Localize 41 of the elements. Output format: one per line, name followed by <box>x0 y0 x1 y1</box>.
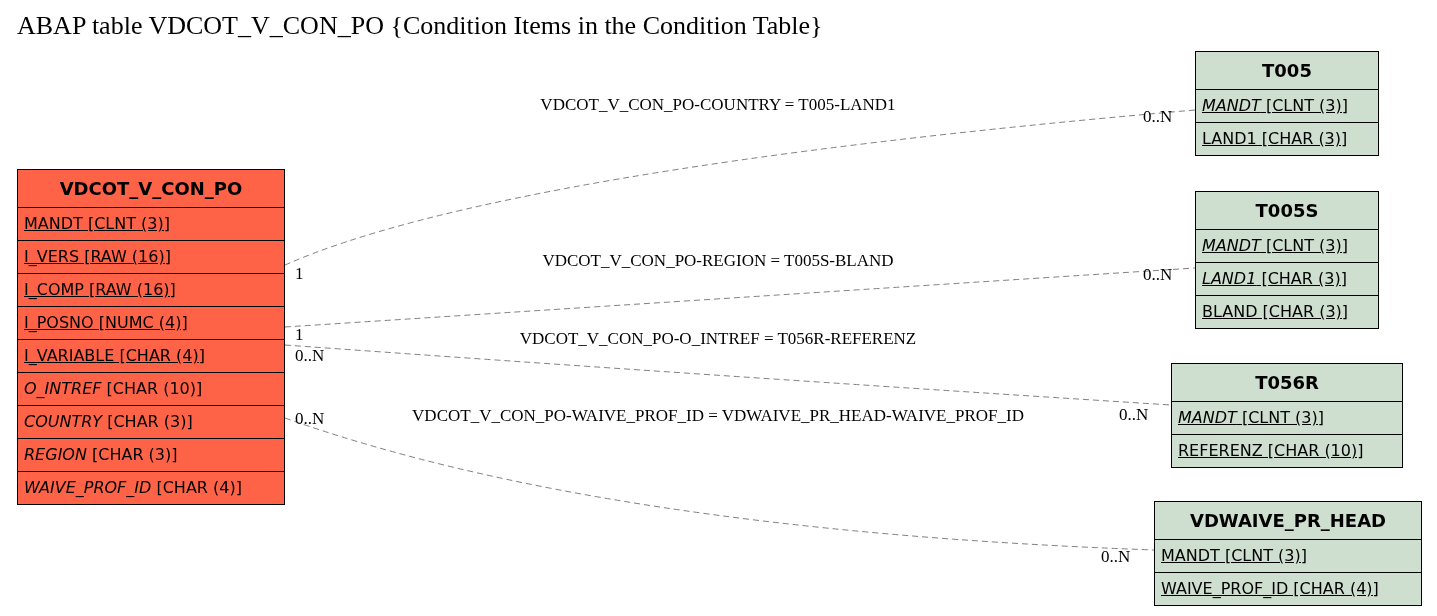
field-row: MANDT [CLNT (3)] <box>1172 401 1402 434</box>
cardinality-label: 0..N <box>1101 547 1131 567</box>
field-row: REGION [CHAR (3)] <box>18 438 284 471</box>
table-name: T005S <box>1255 199 1319 223</box>
diagram-title: ABAP table VDCOT_V_CON_PO {Condition Items in the Condition Table} <box>17 10 823 42</box>
table-box <box>1154 501 1422 606</box>
field-row: MANDT [CLNT (3)] <box>1155 539 1421 572</box>
field-row: I_COMP [RAW (16)] <box>18 273 284 306</box>
table-box <box>1171 363 1403 468</box>
cardinality-label: 1 <box>295 264 304 284</box>
relation-line <box>284 267 1196 328</box>
field-row: MANDT [CLNT (3)] <box>1196 229 1378 262</box>
cardinality-label: 1 <box>295 325 304 345</box>
field-row: I_VARIABLE [CHAR (4)] <box>18 339 284 372</box>
field-row: LAND1 [CHAR (3)] <box>1196 262 1378 295</box>
field-row: MANDT [CLNT (3)] <box>1196 89 1378 122</box>
field-row: COUNTRY [CHAR (3)] <box>18 405 284 438</box>
relation-line <box>284 344 1172 406</box>
table-box <box>17 169 285 505</box>
cardinality-label: 0..N <box>295 409 325 429</box>
cardinality-label: 0..N <box>1143 107 1173 127</box>
field-row: O_INTREF [CHAR (10)] <box>18 372 284 405</box>
field-row: I_VERS [RAW (16)] <box>18 240 284 273</box>
relation-line <box>284 417 1155 551</box>
cardinality-label: 0..N <box>1143 265 1173 285</box>
table-name: T056R <box>1255 371 1319 395</box>
cardinality-label: 0..N <box>295 346 325 366</box>
cardinality-label: 0..N <box>1119 405 1149 425</box>
table-box <box>1195 191 1379 329</box>
relation-line <box>284 109 1196 266</box>
field-row: BLAND [CHAR (3)] <box>1196 295 1378 328</box>
field-row: MANDT [CLNT (3)] <box>18 207 284 240</box>
field-row: REFERENZ [CHAR (10)] <box>1172 434 1402 467</box>
field-row: LAND1 [CHAR (3)] <box>1196 122 1378 155</box>
field-row: WAIVE_PROF_ID [CHAR (4)] <box>1155 572 1421 605</box>
table-box <box>1195 51 1379 156</box>
table-name: VDWAIVE_PR_HEAD <box>1189 509 1387 533</box>
table-name: T005 <box>1262 59 1312 83</box>
field-row: I_POSNO [NUMC (4)] <box>18 306 284 339</box>
table-name: VDCOT_V_CON_PO <box>59 177 243 201</box>
field-row: WAIVE_PROF_ID [CHAR (4)] <box>18 471 284 504</box>
